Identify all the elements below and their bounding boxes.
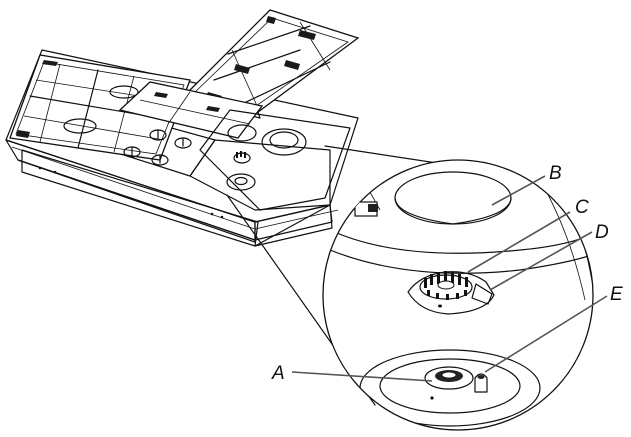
left-grate: [9, 54, 191, 161]
leader-line-d: [489, 231, 593, 291]
control-knobs: [123, 129, 192, 166]
right-burner-area: [199, 109, 351, 211]
callout-a: A: [271, 363, 285, 384]
callout-e: E: [610, 284, 623, 305]
leader-line-c: [467, 211, 571, 273]
leader-line-b: [491, 175, 546, 206]
leader-line-a: [291, 371, 433, 382]
cooktop-body: [5, 49, 359, 247]
callout-d: D: [595, 222, 609, 243]
leader-line-e: [484, 295, 608, 373]
detail-circle: [322, 159, 594, 431]
middle-grate: [118, 81, 264, 139]
callout-b: B: [549, 163, 562, 184]
callout-c: C: [575, 197, 589, 218]
raised-grate: [183, 9, 360, 119]
callout-labels: A B C D E: [271, 163, 623, 384]
leader-lines: [291, 175, 608, 382]
